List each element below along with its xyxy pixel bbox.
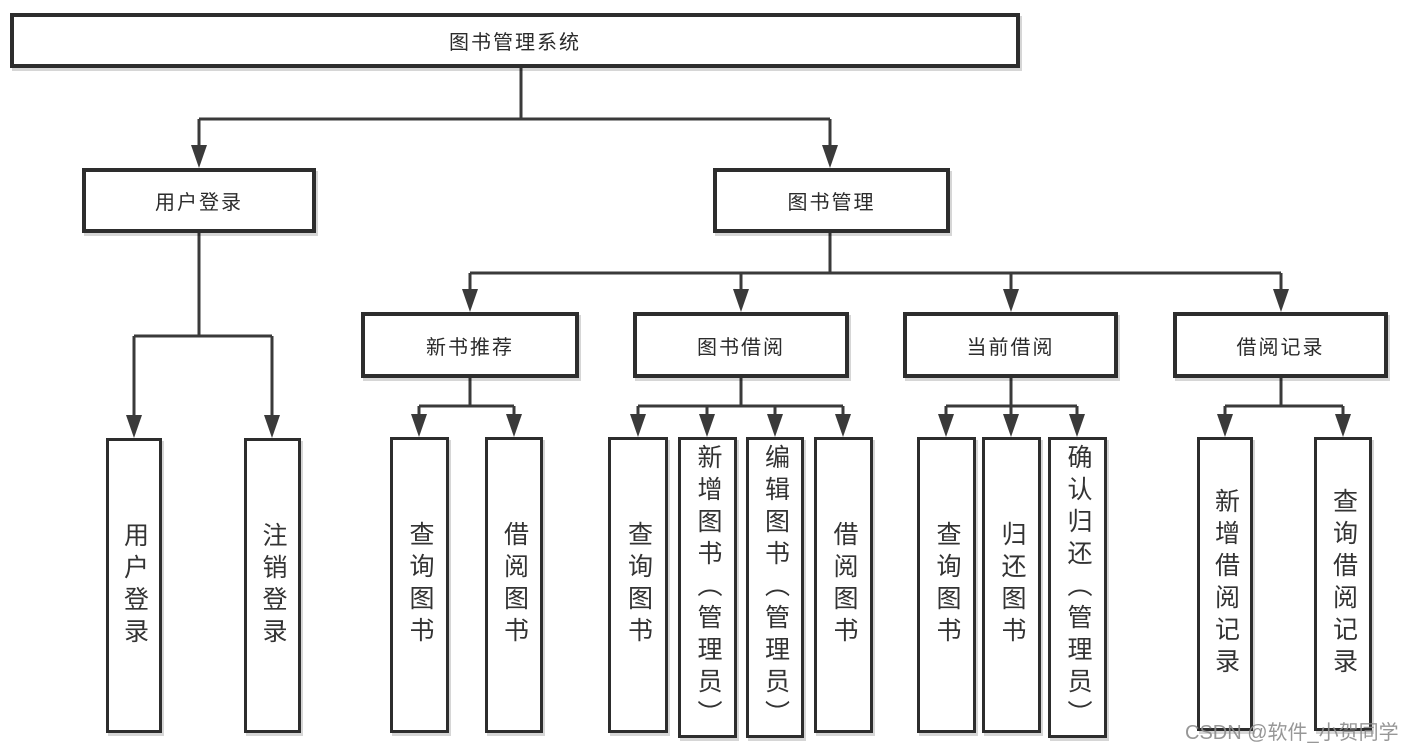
arrow-icon — [462, 289, 478, 312]
arrow-icon — [767, 414, 783, 437]
leaf-current-query-books: 查询图书 — [917, 437, 976, 733]
node-label: 图书借阅 — [697, 336, 785, 359]
connector-recommend-group — [417, 378, 516, 416]
leaf-label: 新增图书（管理员） — [694, 443, 722, 732]
leaf-label: 查询图书 — [624, 521, 653, 649]
leaf-label: 编辑图书（管理员） — [761, 443, 790, 732]
leaf-add-borrow-record: 新增借阅记录 — [1197, 437, 1253, 731]
arrow-icon — [506, 414, 522, 437]
connector-book-management-group — [468, 233, 1283, 291]
leaf-logout: 注销登录 — [244, 438, 301, 733]
connector-current-group — [944, 378, 1079, 416]
node-library-management-system: 图书管理系统 — [10, 13, 1020, 68]
arrow-icon — [1273, 289, 1289, 312]
leaf-label: 新增借阅记录 — [1211, 488, 1240, 680]
node-book-borrow: 图书借阅 — [633, 312, 849, 378]
node-label: 图书管理 — [787, 192, 876, 214]
arrow-icon — [1003, 414, 1019, 437]
node-label: 当前借阅 — [966, 336, 1055, 359]
node-book-management: 图书管理 — [713, 168, 950, 233]
node-current-borrow: 当前借阅 — [903, 312, 1118, 378]
arrow-icon — [630, 414, 646, 437]
arrow-icon — [264, 415, 280, 438]
node-label: 用户登录 — [155, 192, 243, 214]
arrow-icon — [835, 414, 851, 437]
leaf-user-login: 用户登录 — [106, 438, 162, 733]
arrow-icon — [1217, 414, 1233, 437]
leaf-label: 查询借阅记录 — [1329, 488, 1358, 680]
arrow-icon — [822, 145, 838, 168]
connector-records-group — [1223, 378, 1345, 416]
node-new-book-recommend: 新书推荐 — [361, 312, 579, 378]
arrow-icon — [1003, 289, 1019, 312]
node-label: 图书管理系统 — [449, 32, 581, 54]
leaf-label: 归还图书 — [998, 521, 1026, 649]
arrow-icon — [733, 289, 749, 312]
leaf-recommend-query-books: 查询图书 — [390, 437, 449, 733]
arrow-icon — [938, 414, 954, 437]
leaf-return-books: 归还图书 — [982, 437, 1041, 733]
leaf-recommend-borrow-books: 借阅图书 — [485, 437, 543, 733]
leaf-confirm-return-admin: 确认归还（管理员） — [1048, 437, 1107, 738]
leaf-label: 借阅图书 — [500, 521, 529, 649]
connector-root — [197, 68, 832, 148]
node-label: 借阅记录 — [1236, 336, 1325, 359]
watermark: CSDN @软件_小贺同学 — [1185, 722, 1399, 744]
arrow-icon — [411, 414, 427, 437]
leaf-borrow-query-books: 查询图书 — [608, 437, 668, 733]
leaf-query-borrow-record: 查询借阅记录 — [1314, 437, 1372, 731]
node-borrow-records: 借阅记录 — [1173, 312, 1388, 378]
leaf-label: 借阅图书 — [830, 521, 858, 649]
node-label: 新书推荐 — [426, 336, 514, 359]
leaf-edit-book-admin: 编辑图书（管理员） — [746, 437, 804, 738]
connector-borrow-group — [636, 378, 845, 416]
arrowheads — [126, 145, 1351, 438]
arrow-icon — [1335, 414, 1351, 437]
connector-user-login-group — [132, 233, 274, 417]
arrow-icon — [126, 415, 142, 438]
leaf-label: 用户登录 — [120, 521, 149, 650]
arrow-icon — [699, 414, 715, 437]
leaf-borrow-books: 借阅图书 — [814, 437, 873, 733]
leaf-label: 确认归还（管理员） — [1064, 443, 1092, 732]
arrow-icon — [1069, 414, 1085, 437]
leaf-label: 查询图书 — [406, 521, 434, 649]
arrow-icon — [191, 145, 207, 168]
leaf-label: 查询图书 — [933, 521, 961, 649]
leaf-add-book-admin: 新增图书（管理员） — [678, 437, 737, 738]
node-user-login: 用户登录 — [82, 168, 316, 233]
leaf-label: 注销登录 — [259, 521, 287, 650]
